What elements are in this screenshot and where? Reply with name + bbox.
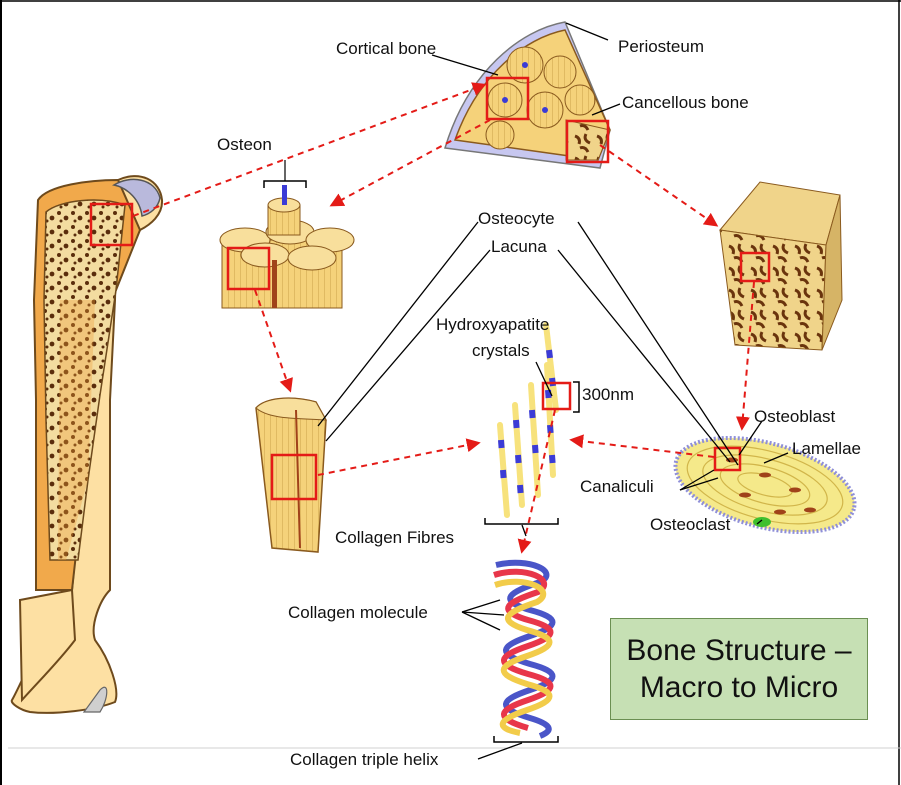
label-canaliculi: Canaliculi [580,478,654,495]
label-osteon: Osteon [217,136,272,153]
collagen-helix-illustration [494,563,553,736]
title-box: Bone Structure – Macro to Micro [610,618,868,720]
cortical-wedge-illustration [445,22,610,168]
label-300nm: 300nm [582,386,634,403]
label-collagen-molecule: Collagen molecule [288,604,428,621]
label-hydroxyapatite: Hydroxyapatite [436,316,549,333]
label-periosteum: Periosteum [618,38,704,55]
title-line-2: Macro to Micro [640,669,838,707]
femur-illustration [12,176,162,713]
title-line-1: Bone Structure – [626,632,851,670]
label-lacuna: Lacuna [491,238,547,255]
label-cancellous-bone: Cancellous bone [622,94,749,111]
label-collagen-fibres: Collagen Fibres [335,529,454,546]
cancellous-cube-illustration [720,182,842,350]
label-osteocyte: Osteocyte [478,210,555,227]
label-crystals: crystals [472,342,530,359]
fibres-bracket [485,518,558,524]
scale-bracket [573,382,579,412]
label-osteoblast: Osteoblast [754,408,835,425]
osteoclast-mark [753,517,771,527]
label-lamellae: Lamellae [792,440,861,457]
helix-bracket [494,736,558,742]
label-collagen-triple-helix: Collagen triple helix [290,751,438,768]
osteon-section-illustration [256,398,326,552]
label-osteoclast: Osteoclast [650,516,730,533]
label-cortical-bone: Cortical bone [336,40,436,57]
